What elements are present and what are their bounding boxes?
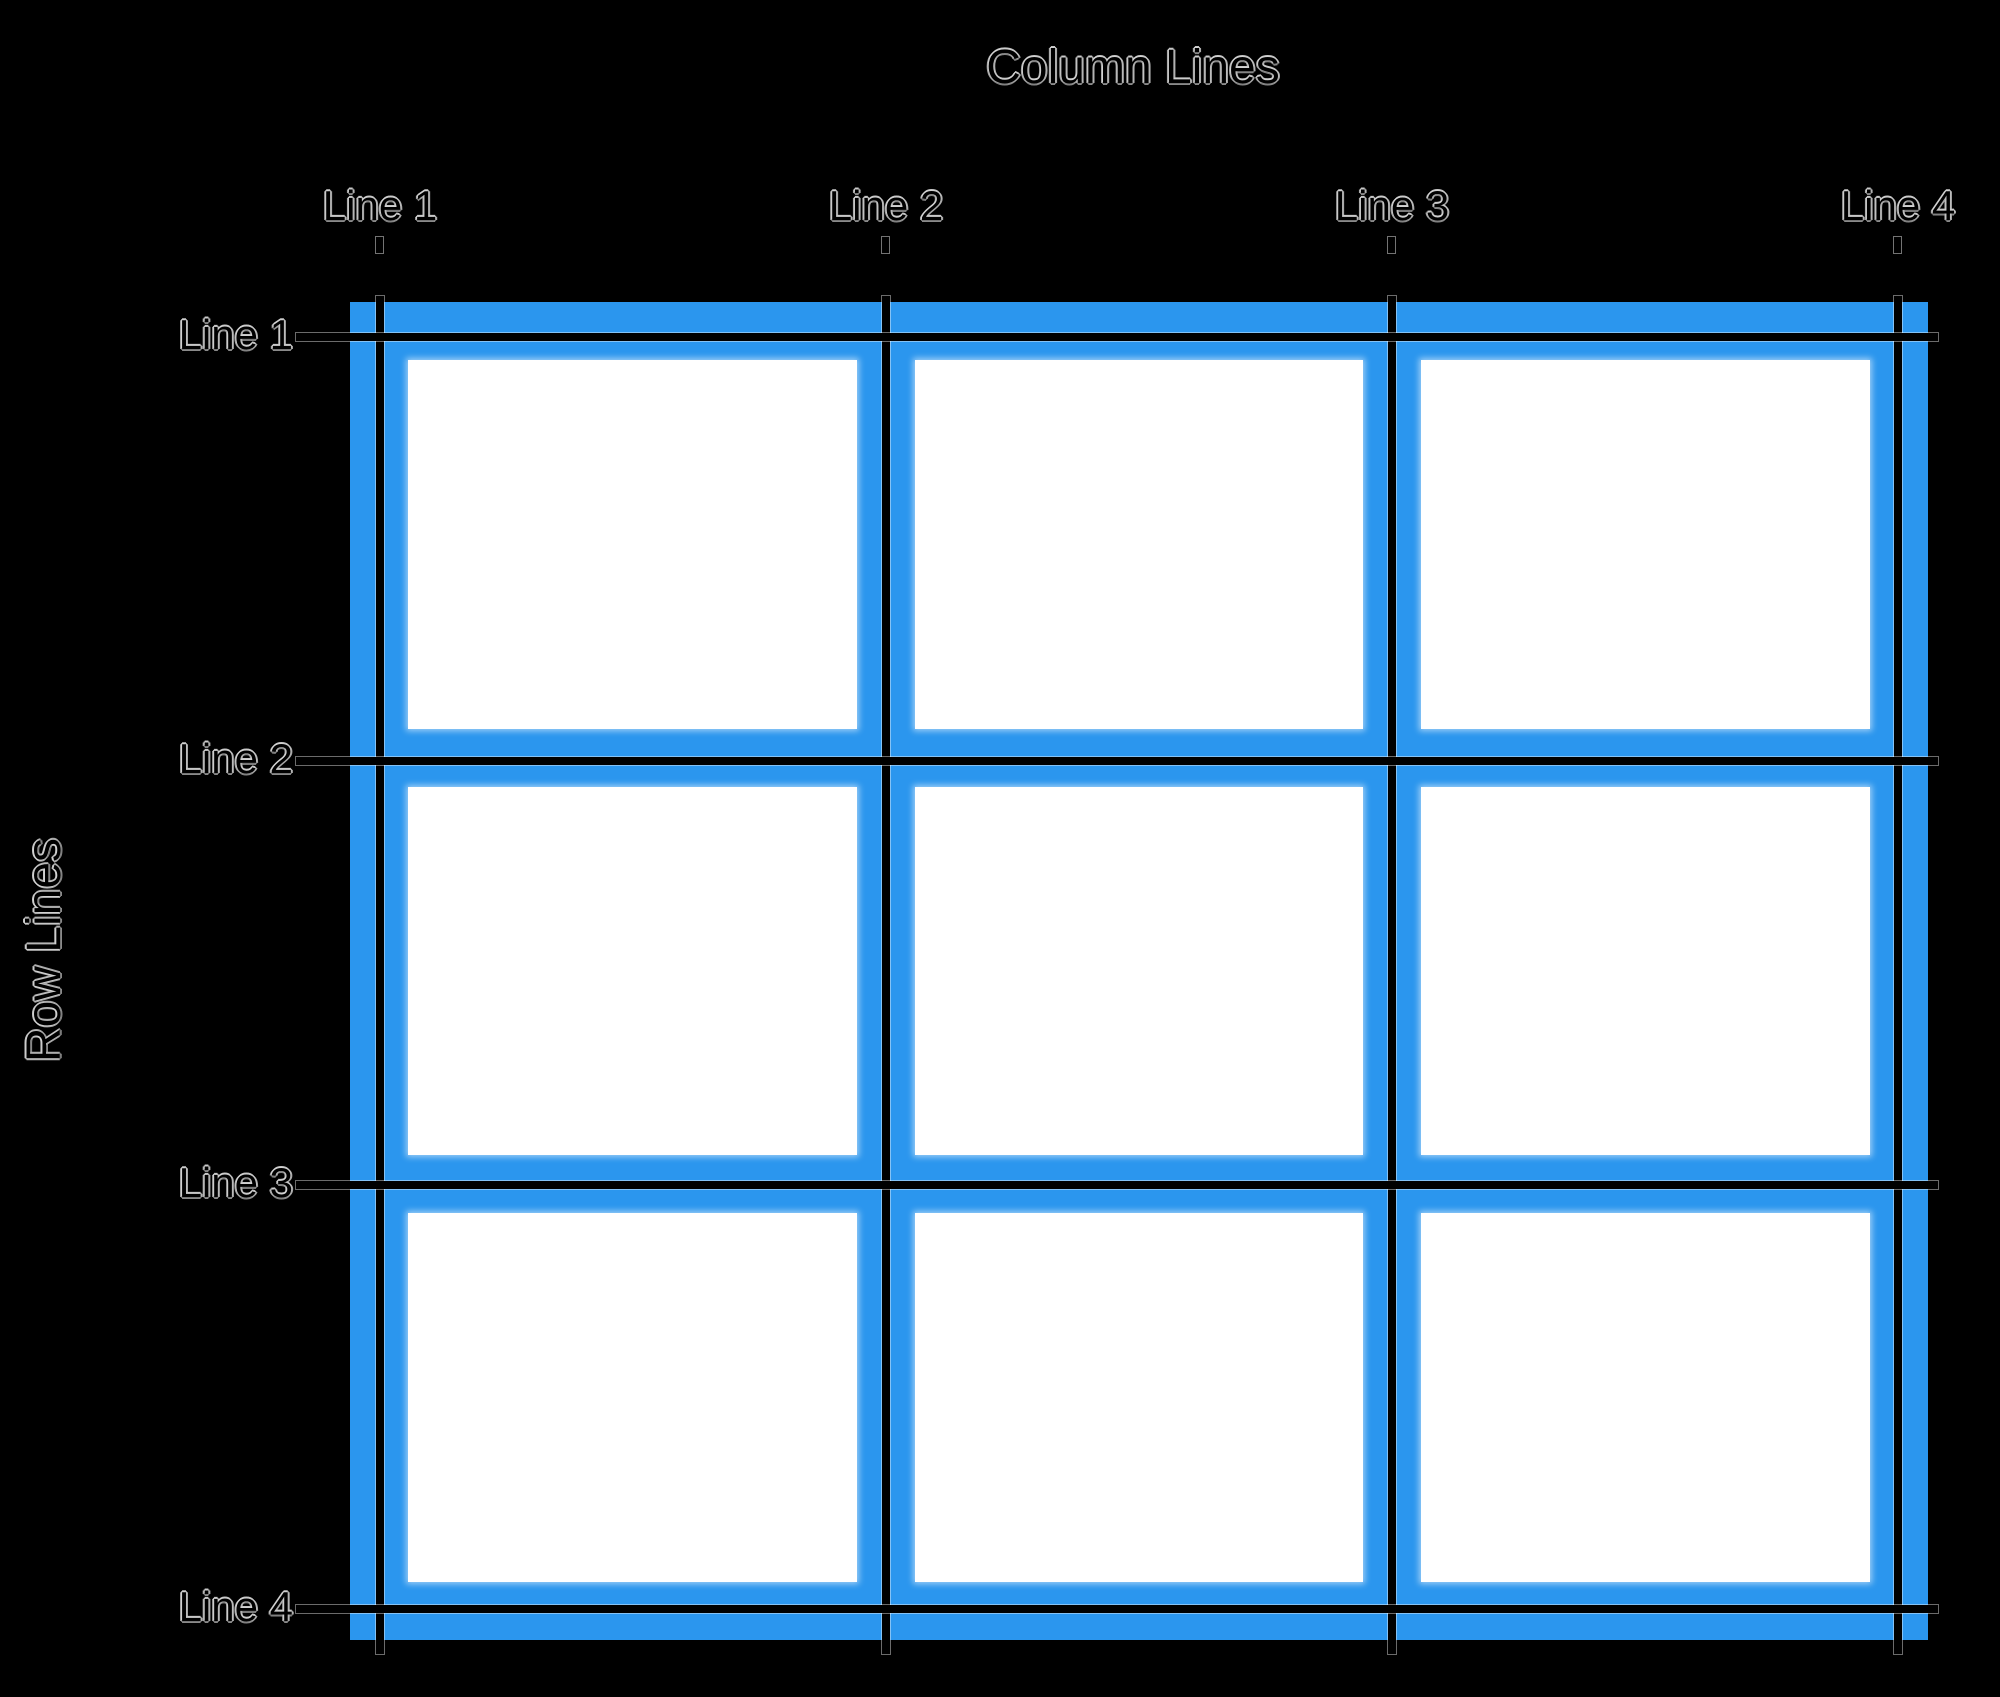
row-line-4 [296, 1605, 1938, 1613]
grid-cell-r3c2 [914, 1213, 1364, 1582]
row-label-line-2: Line 2 [178, 735, 293, 782]
column-line-2-tick [882, 237, 889, 253]
column-label-line-4: Line 4 [1840, 182, 1956, 229]
column-line-2 [882, 296, 890, 1654]
grid-cell-r2c3 [1421, 786, 1870, 1156]
grid-cell-r2c2 [914, 786, 1364, 1156]
grid-cell-r1c3 [1421, 360, 1870, 729]
column-line-3 [1388, 296, 1396, 1654]
column-label-line-2: Line 2 [828, 182, 944, 229]
grid-cell-r3c3 [1421, 1213, 1870, 1582]
row-label-line-4: Line 4 [178, 1583, 293, 1630]
row-lines-title: Row Lines [18, 837, 71, 1063]
grid-cell-r1c2 [914, 360, 1364, 729]
grid-cell-r1c1 [408, 360, 857, 729]
row-line-3 [296, 1181, 1938, 1189]
row-label-line-1: Line 1 [178, 311, 293, 358]
row-label-line-3: Line 3 [178, 1159, 293, 1206]
column-line-3-tick [1388, 237, 1395, 253]
column-label-line-3: Line 3 [1334, 182, 1450, 229]
row-line-2 [296, 757, 1938, 765]
grid-cell-r3c1 [408, 1213, 857, 1582]
column-line-1-tick [376, 237, 383, 253]
column-lines-title: Column Lines [986, 41, 1280, 94]
grid-cell-r2c1 [408, 786, 857, 1156]
grid-tracks [350, 302, 1928, 1640]
row-line-1 [296, 333, 1938, 341]
column-line-4-tick [1894, 237, 1901, 253]
column-line-1 [376, 296, 384, 1654]
column-label-line-1: Line 1 [322, 182, 438, 229]
column-line-4 [1894, 296, 1902, 1654]
